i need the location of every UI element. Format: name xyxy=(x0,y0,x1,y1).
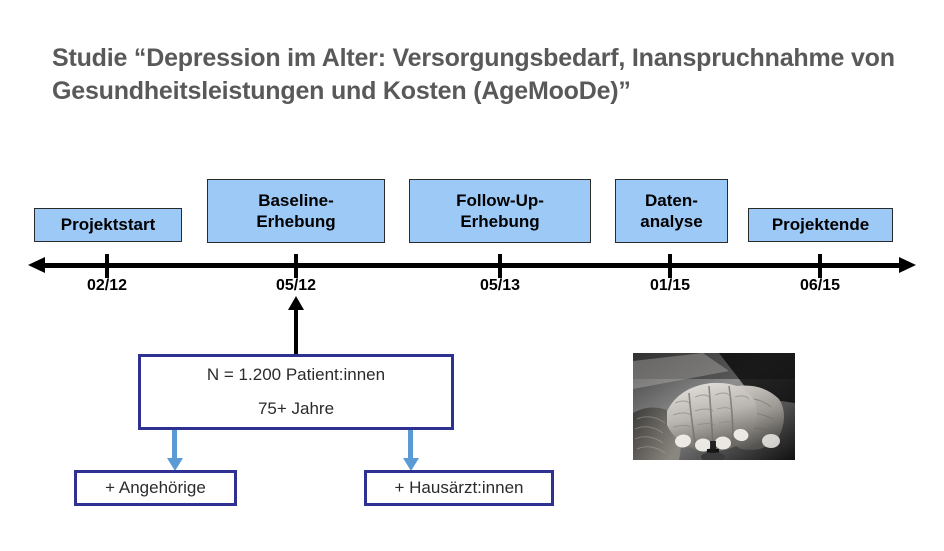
branch-label-relatives: + Angehörige xyxy=(105,478,206,497)
sample-to-baseline-arrowhead-icon xyxy=(288,296,304,310)
phase-label-followup-line1: Follow-Up- xyxy=(456,190,544,210)
branch-label-general-practitioners: + Hausärzt:innen xyxy=(394,478,524,497)
sample-to-baseline-arrow-shaft xyxy=(294,307,298,355)
phase-label-projektende: Projektende xyxy=(771,215,870,235)
axis-arrow-right-icon xyxy=(899,257,916,273)
timeline-tick-4 xyxy=(818,254,822,278)
branch-box-general-practitioners[interactable]: + Hausärzt:innen xyxy=(364,470,554,506)
timeline-date-4: 06/15 xyxy=(799,277,841,294)
phase-box-datenanalyse[interactable]: Daten- analyse xyxy=(615,179,728,243)
phase-box-baseline-erhebung[interactable]: Baseline- Erhebung xyxy=(207,179,385,243)
axis-arrow-left-icon xyxy=(28,257,45,273)
phase-label-baseline-line1: Baseline- xyxy=(258,190,334,210)
branch-box-relatives[interactable]: + Angehörige xyxy=(74,470,237,506)
sample-size-box[interactable]: N = 1.200 Patient:innen 75+ Jahre xyxy=(138,354,454,430)
phase-box-projektende[interactable]: Projektende xyxy=(748,208,893,242)
phase-label-baseline-line2: Erhebung xyxy=(256,212,336,231)
page-title: Studie “Depression im Alter: Versorgungs… xyxy=(52,44,895,106)
elderly-hands-photo xyxy=(633,353,795,460)
phase-label-datenanalyse-line1: Daten- xyxy=(645,190,698,210)
gp-arrow-shaft xyxy=(408,430,413,462)
gp-arrowhead-icon xyxy=(403,458,419,471)
sample-size-line2: 75+ Jahre xyxy=(257,399,335,418)
timeline-date-2: 05/13 xyxy=(479,277,521,294)
timeline-date-1: 05/12 xyxy=(275,277,317,294)
timeline-axis xyxy=(28,257,916,273)
relatives-arrowhead-icon xyxy=(167,458,183,471)
sample-size-line1: N = 1.200 Patient:innen xyxy=(206,365,386,384)
phase-label-datenanalyse-line2: analyse xyxy=(640,212,703,231)
timeline-tick-3 xyxy=(668,254,672,278)
timeline-tick-0 xyxy=(105,254,109,278)
elderly-hands-illustration xyxy=(633,353,795,460)
timeline-date-3: 01/15 xyxy=(649,277,691,294)
timeline-tick-1 xyxy=(294,254,298,278)
timeline-tick-2 xyxy=(498,254,502,278)
phase-box-follow-up-erhebung[interactable]: Follow-Up- Erhebung xyxy=(409,179,591,243)
timeline-date-0: 02/12 xyxy=(86,277,128,294)
phase-label-projektstart: Projektstart xyxy=(60,215,156,235)
phase-label-followup-line2: Erhebung xyxy=(460,212,540,231)
phase-box-projektstart[interactable]: Projektstart xyxy=(34,208,182,242)
relatives-arrow-shaft xyxy=(172,430,177,462)
